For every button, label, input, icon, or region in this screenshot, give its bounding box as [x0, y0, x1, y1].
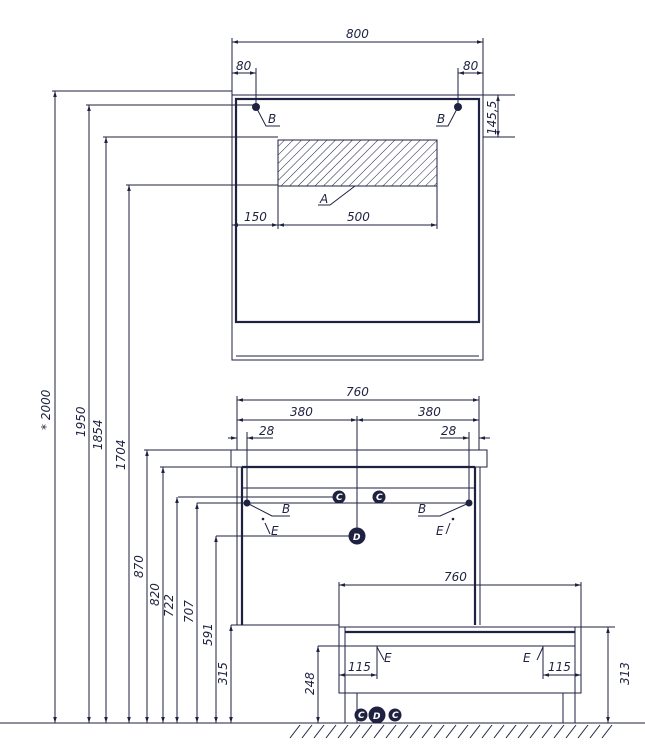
dim-313: 313	[618, 662, 632, 685]
height-dimensions: * 2000 1950 1854 1704 870 820 722 707 59…	[39, 90, 320, 723]
extension-line	[409, 724, 421, 739]
label-e: E	[271, 524, 279, 538]
label-d: D	[353, 533, 361, 543]
extension-line	[337, 724, 349, 739]
label-b: B	[418, 502, 426, 516]
dim-80-left: 80	[236, 59, 252, 73]
extension-line	[397, 724, 409, 739]
dim-591: 591	[201, 623, 215, 646]
floor-cabinet: 760 E E 115 115 313 C C D	[231, 570, 632, 724]
extension-line	[589, 724, 601, 739]
label-c: C	[358, 711, 365, 721]
label-b: B	[268, 112, 276, 126]
label-c: C	[392, 711, 399, 721]
label-b: B	[282, 502, 290, 516]
dim-722: 722	[162, 594, 176, 617]
label-e: E	[436, 524, 444, 538]
extension-line	[325, 724, 337, 739]
extension-line	[601, 724, 613, 739]
dim-315: 315	[216, 662, 230, 685]
light-zone	[277, 139, 438, 187]
extension-line	[421, 724, 433, 739]
dim-80-right: 80	[463, 59, 479, 73]
extension-line	[349, 724, 361, 739]
label-e: E	[523, 651, 531, 665]
dim-1704: 1704	[114, 439, 128, 470]
extension-line	[445, 724, 457, 739]
dim-870: 870	[132, 555, 146, 578]
dim-707: 707	[182, 600, 196, 623]
extension-line	[505, 724, 517, 739]
extension-line	[541, 724, 553, 739]
label-e: E	[384, 651, 392, 665]
dim-248: 248	[303, 672, 317, 695]
dim-500: 500	[347, 210, 370, 224]
extension-line	[577, 724, 589, 739]
wall-cabinet: 760 380 380 28 28 B B E E C C D	[178, 385, 490, 625]
label-a: A	[319, 192, 328, 206]
label-d: D	[373, 712, 381, 722]
dim-380-right: 380	[418, 405, 441, 419]
dim-150: 150	[244, 210, 267, 224]
extension-line	[433, 724, 445, 739]
dim-760-lower: 760	[444, 570, 467, 584]
dim-760: 760	[346, 385, 369, 399]
extension-line	[529, 724, 541, 739]
extension-line	[373, 724, 385, 739]
dim-1854: 1854	[91, 419, 105, 450]
floor	[0, 722, 645, 739]
dim-115-left: 115	[348, 660, 371, 674]
extension-line	[469, 724, 481, 739]
dim-145-5: 145,5	[485, 101, 499, 135]
dim-28-right: 28	[441, 424, 457, 438]
label-c: C	[376, 493, 383, 503]
extension-line	[565, 724, 577, 739]
extension-line	[301, 724, 313, 739]
extension-line	[289, 724, 301, 739]
dim-380-left: 380	[290, 405, 313, 419]
mirror: 800 80 80 B B 145,5 150 500 A	[231, 27, 515, 361]
extension-line	[493, 724, 505, 739]
dim-2000: * 2000	[39, 389, 53, 430]
extension-line	[313, 724, 325, 739]
dim-1950: 1950	[74, 406, 88, 437]
extension-line	[361, 724, 373, 739]
label-b: B	[437, 112, 445, 126]
extension-line	[481, 724, 493, 739]
dim-28-left: 28	[259, 424, 275, 438]
dim-820: 820	[148, 583, 162, 606]
label-c: C	[336, 493, 343, 503]
extension-line	[553, 724, 565, 739]
extension-line	[517, 724, 529, 739]
extension-line	[457, 724, 469, 739]
dim-800: 800	[346, 27, 369, 41]
extension-line	[385, 724, 397, 739]
dim-115-right: 115	[548, 660, 571, 674]
